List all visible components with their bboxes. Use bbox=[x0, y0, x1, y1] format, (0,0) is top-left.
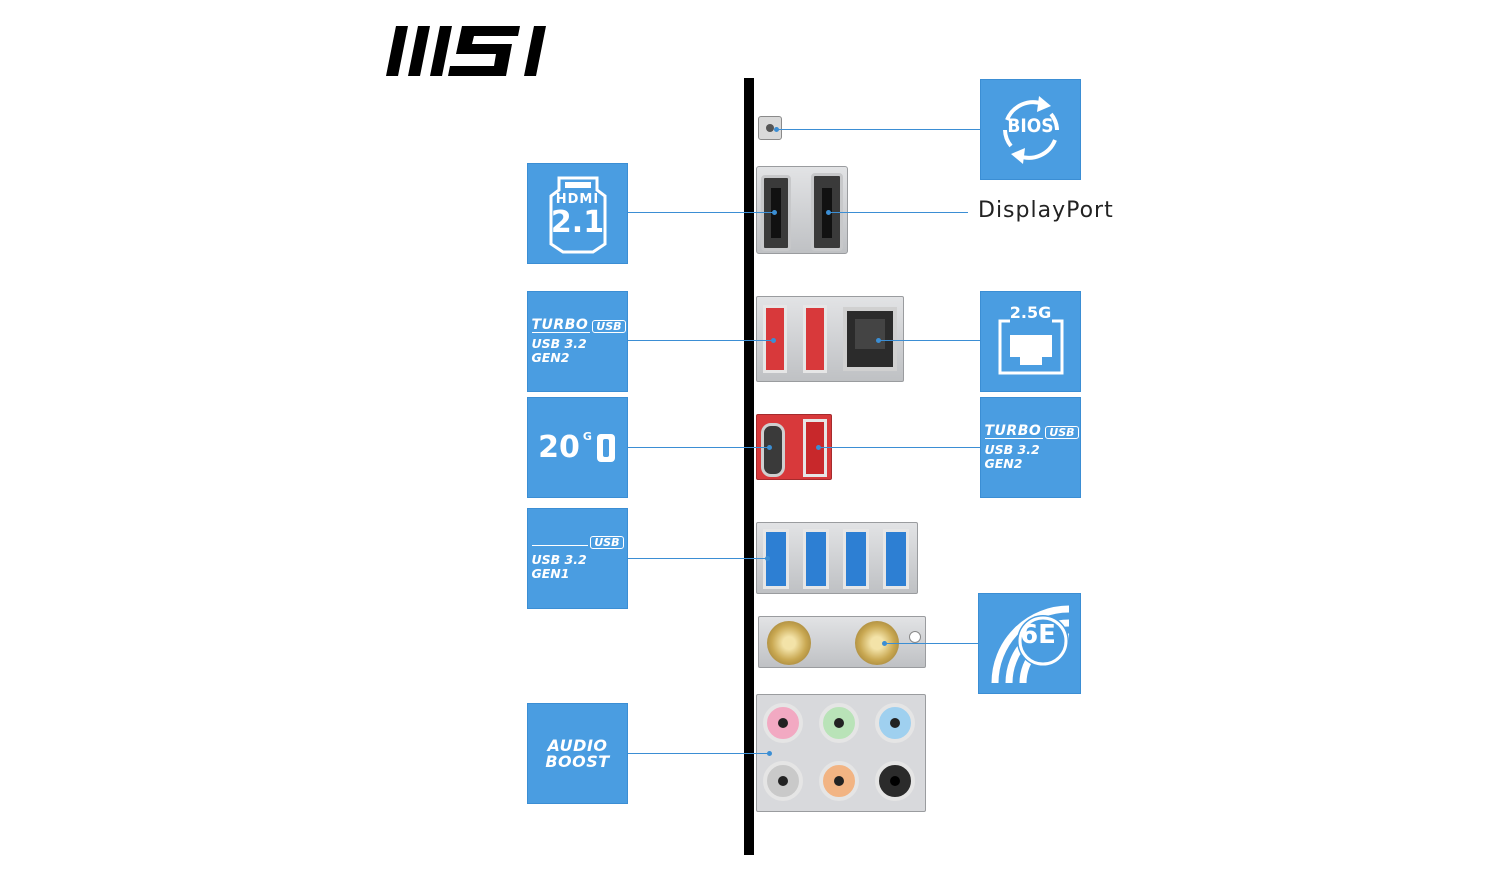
leader-dot-audio bbox=[767, 751, 772, 756]
audio-boost-line2: BOOST bbox=[545, 751, 610, 771]
usb-20g-content: 20 G bbox=[538, 429, 617, 465]
video-port-block bbox=[756, 166, 848, 254]
usb-gen1-block bbox=[756, 522, 918, 594]
leader-usb-gen2-top bbox=[627, 340, 775, 341]
audio-boost-line1: AUDIO bbox=[547, 735, 608, 755]
usb-gen2-port-2 bbox=[803, 305, 827, 373]
audio-jack-black bbox=[875, 761, 915, 801]
msi-logo-graphic bbox=[386, 26, 546, 76]
bios-flashback-badge: BIOS bbox=[980, 79, 1081, 180]
usb-gen1-port-3 bbox=[843, 529, 869, 589]
usb-gen1-text: USB 3.2 GEN1 bbox=[531, 552, 587, 581]
audio-jack-blue bbox=[875, 703, 915, 743]
screw-hole bbox=[909, 631, 921, 643]
audio-boost-badge: AUDIO BOOST bbox=[527, 703, 628, 804]
usb-tag-gen1: USB bbox=[590, 536, 624, 549]
msi-logo bbox=[384, 14, 574, 84]
turbo-label-left: TURBO bbox=[531, 317, 591, 333]
refresh-arrows-icon bbox=[1002, 95, 1059, 164]
turbo-usb-row-right: TURBO USB bbox=[984, 423, 1079, 439]
leader-dot-displayport bbox=[826, 210, 831, 215]
usb-gen2-badge-left: TURBO USB USB 3.2 GEN2 bbox=[527, 291, 628, 392]
usb-20g-speed: 20 bbox=[538, 429, 580, 465]
usb-gen1-rule bbox=[531, 544, 589, 546]
usb-tag-right: USB bbox=[1045, 426, 1079, 439]
leader-wifi bbox=[884, 643, 980, 644]
wifi-6e-icon bbox=[991, 605, 1069, 683]
lan-port bbox=[843, 307, 897, 371]
hdmi-badge-line1: HDMI bbox=[555, 192, 600, 207]
antenna-connector-1 bbox=[767, 621, 811, 665]
usb-c-icon bbox=[596, 433, 615, 462]
io-shield-edge bbox=[744, 78, 754, 855]
displayport-label: DisplayPort bbox=[978, 198, 1114, 223]
lan-2-5g-badge: 2.5G bbox=[980, 291, 1081, 392]
turbo-usb-row-left: TURBO USB bbox=[531, 317, 626, 333]
usb-20g-unit: G bbox=[582, 429, 592, 443]
leader-dot-usb-gen2-right bbox=[816, 445, 821, 450]
usb-gen1-port-2 bbox=[803, 529, 829, 589]
audio-boost-content: AUDIO BOOST bbox=[545, 735, 610, 771]
usb-gen1-badge: USB USB 3.2 GEN1 bbox=[527, 508, 628, 609]
hdmi-connector-icon bbox=[549, 176, 606, 253]
audio-jack-pink bbox=[763, 703, 803, 743]
ethernet-port-icon bbox=[998, 310, 1063, 374]
wifi-antenna-block bbox=[758, 616, 926, 668]
wifi-6e-badge: 6E bbox=[978, 593, 1081, 694]
leader-dot-usb-gen2-top bbox=[771, 338, 776, 343]
audio-jack-grey bbox=[763, 761, 803, 801]
leader-usb-gen1 bbox=[627, 558, 767, 559]
hdmi-badge-text: HDMI 2.1 bbox=[527, 193, 628, 239]
leader-dot-hdmi bbox=[772, 210, 777, 215]
usb-c-20g-badge: 20 G bbox=[527, 397, 628, 498]
lan-speed-text: 2.5G bbox=[1009, 303, 1052, 322]
leader-audio bbox=[627, 753, 769, 754]
usb-gen2-text-left: USB 3.2 GEN2 bbox=[531, 336, 587, 365]
leader-dot-lan bbox=[876, 338, 881, 343]
usb-gen2-text-right: USB 3.2 GEN2 bbox=[984, 442, 1040, 471]
audio-jack-orange bbox=[819, 761, 859, 801]
usb-gen2-badge-left-content: TURBO USB USB 3.2 GEN2 bbox=[531, 317, 626, 365]
usb-gen1-port-1 bbox=[763, 529, 789, 589]
turbo-label-right: TURBO bbox=[984, 423, 1044, 439]
leader-usb-20g bbox=[627, 447, 769, 448]
leader-displayport bbox=[828, 212, 968, 213]
leader-dot-bios bbox=[774, 127, 779, 132]
leader-hdmi bbox=[627, 212, 775, 213]
usb-lan-block bbox=[756, 296, 904, 382]
audio-jack-green bbox=[819, 703, 859, 743]
wifi-6e-text: 6E bbox=[1020, 620, 1056, 650]
usb-gen1-content: USB USB 3.2 GEN1 bbox=[531, 536, 624, 581]
usb-tag-left: USB bbox=[592, 320, 626, 333]
leader-bios bbox=[776, 129, 980, 130]
hdmi-badge-line2: 2.1 bbox=[550, 205, 605, 240]
leader-lan bbox=[878, 340, 980, 341]
usb-gen1-port-4 bbox=[883, 529, 909, 589]
usb-gen2-port-3 bbox=[803, 419, 827, 477]
usb-c-20g-port bbox=[761, 423, 785, 477]
leader-usb-gen2-right bbox=[818, 447, 980, 448]
leader-dot-usb-gen1 bbox=[765, 556, 770, 561]
usb-gen2-badge-right: TURBO USB USB 3.2 GEN2 bbox=[980, 397, 1081, 498]
leader-dot-wifi bbox=[882, 641, 887, 646]
hdmi-badge: HDMI 2.1 bbox=[527, 163, 628, 264]
audio-jack-block bbox=[756, 694, 926, 812]
leader-dot-usb-20g bbox=[767, 445, 772, 450]
usb-gen1-top-row: USB bbox=[531, 536, 624, 549]
usb-gen2-badge-right-content: TURBO USB USB 3.2 GEN2 bbox=[984, 423, 1079, 471]
bios-badge-text: BIOS bbox=[1007, 115, 1054, 137]
